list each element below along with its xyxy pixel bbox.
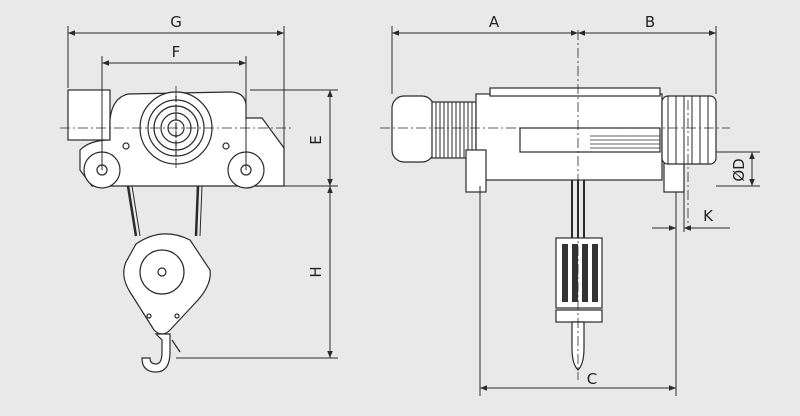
end-view [67,89,285,373]
label-d: ØD [730,158,748,181]
motor-left [391,95,435,163]
dimension-c [479,186,677,396]
label-f: F [172,43,181,61]
dimension-h [176,186,338,359]
hook [141,333,171,373]
label-g: G [170,13,182,31]
motor-box [67,89,111,141]
dimension-a [391,26,578,94]
side-view [391,87,717,371]
label-e: E [307,135,325,144]
centerlines-left [60,86,292,170]
centerlines-right [380,30,730,380]
label-a: A [489,13,500,31]
label-k: K [703,207,714,225]
label-b: B [645,13,655,31]
dimension-b [578,26,717,94]
dimension-k [652,192,730,232]
label-h: H [307,266,325,277]
label-c: C [587,370,597,388]
dimension-d [716,151,760,187]
dimension-g [67,26,285,186]
dimension-f [101,56,247,170]
